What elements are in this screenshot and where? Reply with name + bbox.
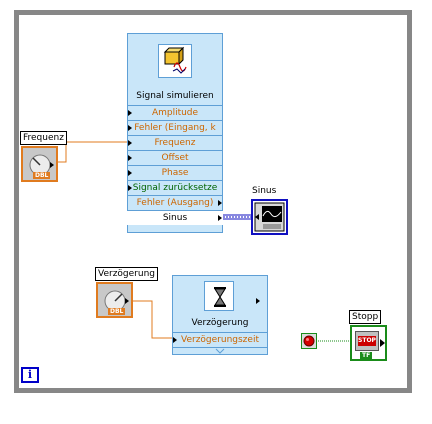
delay-wire — [133, 300, 173, 339]
row-label: Verzögerungszeit — [181, 335, 259, 345]
output-error-out[interactable]: Fehler (Ausgang) — [127, 195, 223, 210]
loop-iteration-terminal[interactable]: i — [21, 367, 39, 383]
stop-label[interactable]: Stopp — [349, 310, 382, 324]
hourglass-icon — [204, 281, 234, 311]
terminal-arrow-icon — [380, 339, 385, 347]
stop-constant-icon[interactable] — [301, 333, 317, 349]
frequency-knob-control[interactable]: DBL — [21, 146, 58, 182]
stop-button-indicator[interactable]: STOP TF — [350, 325, 387, 361]
input-reset-signal[interactable]: Signal zurücksetze — [127, 180, 223, 195]
expand-handle[interactable] — [172, 347, 268, 355]
input-delay-time[interactable]: Verzögerungszeit — [172, 332, 268, 347]
frequency-label[interactable]: Frequenz — [20, 131, 67, 145]
delay-label[interactable]: Verzögerung — [95, 267, 158, 281]
delay-knob-control[interactable]: DBL — [96, 282, 133, 318]
frequency-wire — [58, 141, 128, 163]
delay-express-title: Verzögerung — [191, 318, 249, 328]
error-out-arrow-icon — [256, 298, 260, 304]
stop-type-badge: TF — [360, 352, 373, 359]
graph-label[interactable]: Sinus — [252, 186, 277, 196]
input-frequency[interactable]: Frequenz — [127, 135, 223, 150]
row-label: Amplitude — [151, 108, 199, 118]
signal-generator-icon — [158, 44, 192, 78]
output-sine[interactable]: Sinus — [127, 210, 223, 225]
row-label: Phase — [161, 168, 189, 178]
row-label: Fehler (Ausgang) — [136, 198, 214, 208]
input-error-in[interactable]: Fehler (Eingang, k — [127, 120, 223, 135]
input-phase[interactable]: Phase — [127, 165, 223, 180]
input-offset[interactable]: Offset — [127, 150, 223, 165]
signal-simulate-title: Signal simulieren — [136, 91, 214, 101]
waveform-graph-indicator[interactable] — [251, 199, 288, 235]
row-label: Sinus — [162, 213, 188, 223]
row-label: Fehler (Eingang, k — [134, 123, 216, 133]
input-amplitude[interactable]: Amplitude — [127, 105, 223, 120]
row-label: Frequenz — [154, 138, 196, 148]
row-label: Signal zurücksetze — [132, 183, 218, 193]
waveform-graph-icon — [254, 202, 285, 232]
stop-button-face: STOP — [355, 331, 379, 351]
row-label: Offset — [161, 153, 189, 163]
delay-type-badge: DBL — [108, 308, 126, 315]
frequency-type-badge: DBL — [33, 172, 51, 179]
chevron-down-icon — [215, 348, 225, 354]
stop-button-text: STOP — [358, 336, 376, 346]
